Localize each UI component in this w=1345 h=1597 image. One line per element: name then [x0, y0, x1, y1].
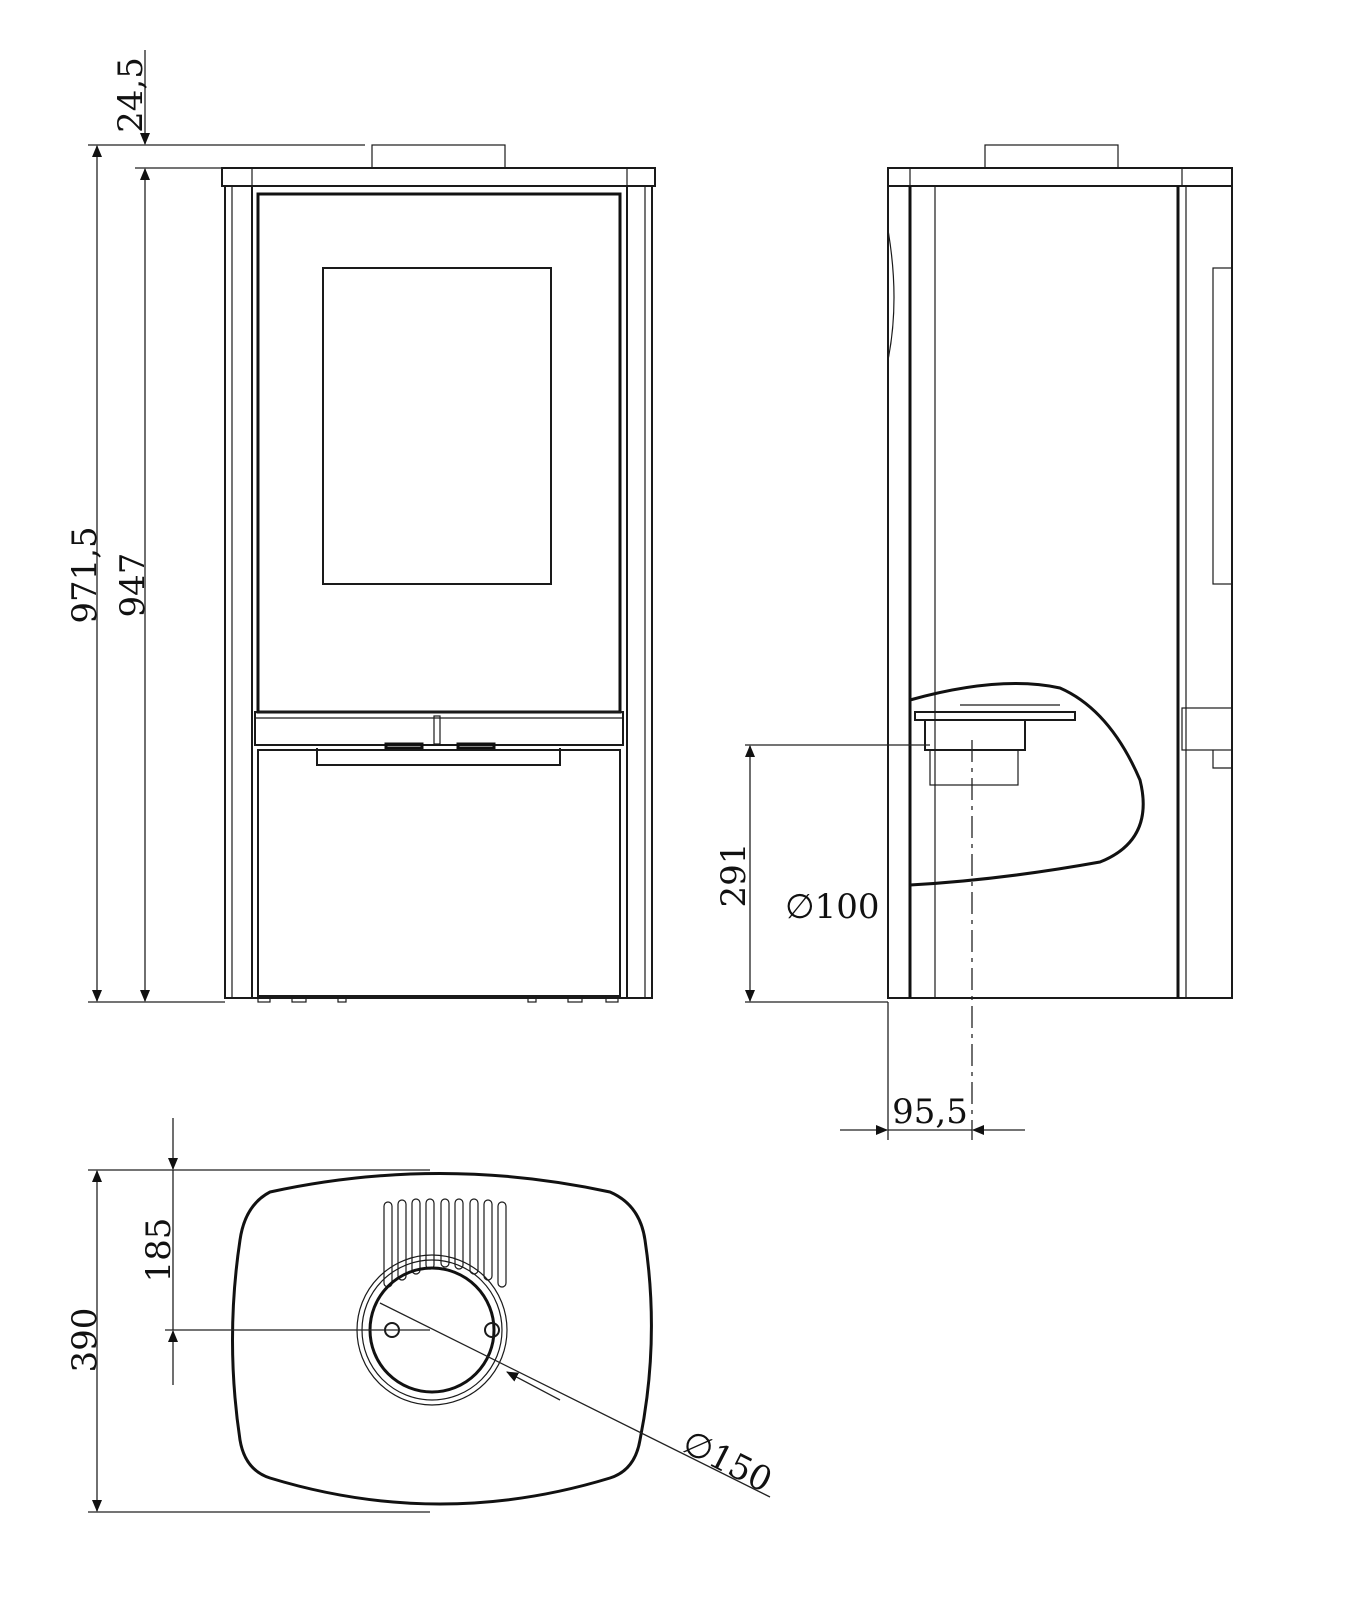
- glass-window: [322, 267, 552, 585]
- dim-total-height: 971,5: [65, 526, 105, 623]
- rear-slot: [1212, 267, 1233, 585]
- dim-flue-diameter: ∅150: [676, 1422, 778, 1501]
- vent-slots: [383, 1198, 507, 1288]
- top-plate: [221, 167, 656, 187]
- left-side-panel: [224, 185, 253, 999]
- ash-drawer-handle: [316, 748, 561, 766]
- side-body: [887, 185, 1233, 999]
- dim-outlet-diameter: ∅100: [785, 887, 880, 927]
- front-view: 971,5 947 24,5: [65, 50, 656, 1003]
- stove-body: [251, 185, 628, 999]
- dim-body-height: 947: [113, 553, 153, 618]
- flue-collar: [371, 144, 506, 169]
- dim-flue-offset: 185: [139, 1218, 179, 1283]
- outlet-pipe: [929, 749, 1019, 786]
- dim-outlet-height: 291: [714, 843, 754, 908]
- rear-outlet-hood: [909, 682, 1145, 887]
- dim-depth: 390: [65, 1308, 105, 1373]
- side-top-plate: [887, 167, 1233, 187]
- lower-door: [257, 749, 621, 997]
- dim-top-offset: 24,5: [111, 57, 151, 133]
- top-outline: [231, 1172, 653, 1506]
- side-view: 291 ∅100 95,5: [714, 144, 1233, 1140]
- bolt-right: [484, 1322, 500, 1338]
- top-view: 390 185 ∅150: [65, 1118, 778, 1513]
- side-flue-collar: [984, 144, 1119, 169]
- control-band: [254, 711, 624, 746]
- dim-outlet-depth: 95,5: [892, 1092, 968, 1132]
- feet: [257, 996, 619, 1003]
- right-side-panel: [626, 185, 653, 999]
- door: [256, 192, 622, 714]
